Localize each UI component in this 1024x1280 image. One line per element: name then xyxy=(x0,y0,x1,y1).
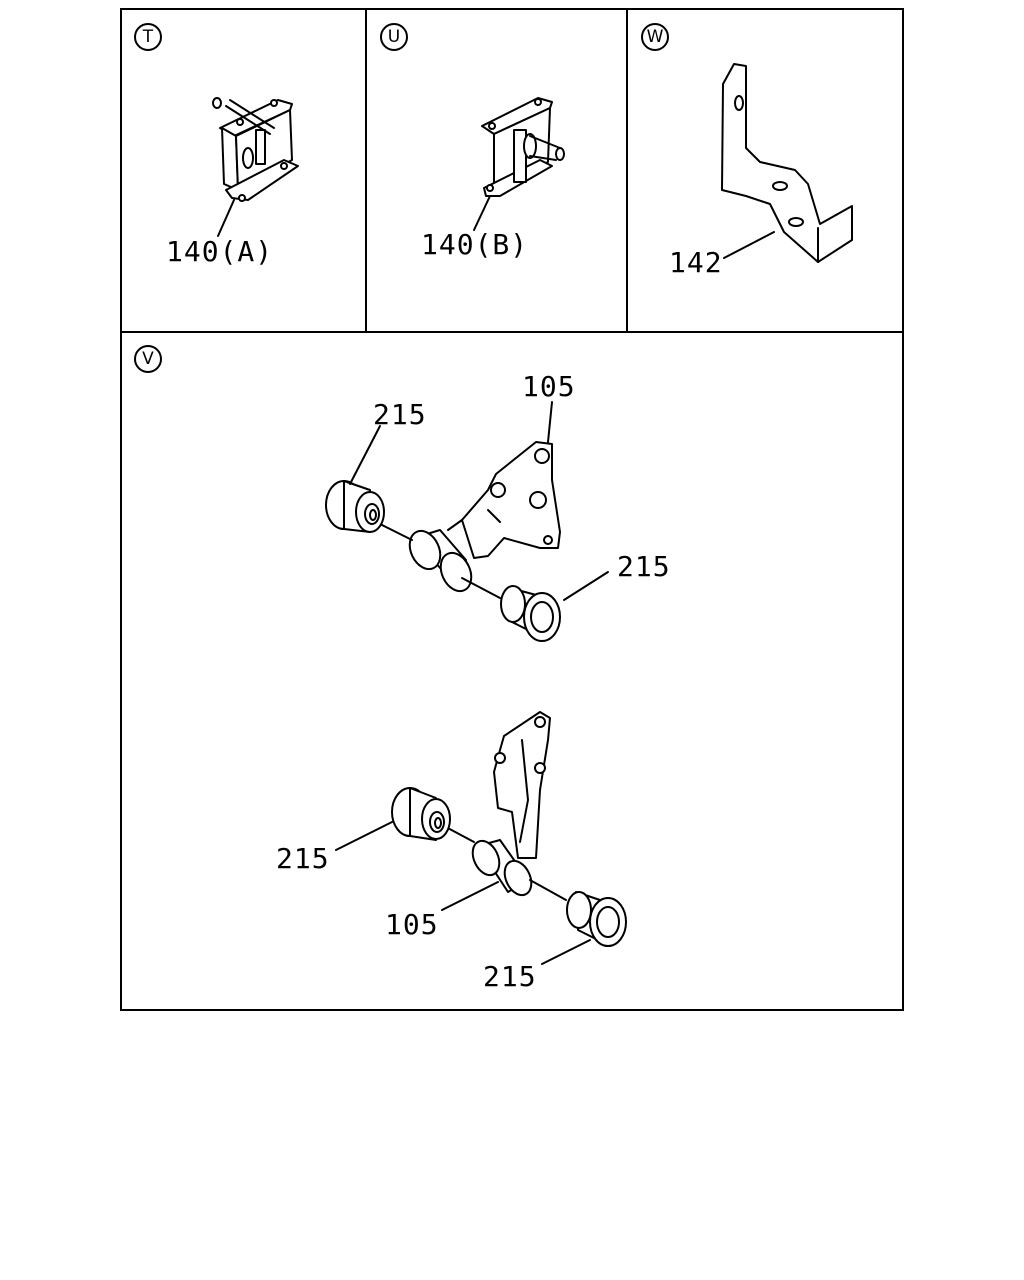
leader-140b xyxy=(473,195,491,231)
part-label-lower-105: 105 xyxy=(385,908,439,941)
leader-upper-215-right xyxy=(563,571,609,601)
part-label-140a: 140(A) xyxy=(166,235,273,268)
mount-bracket-140a-drawing xyxy=(212,97,299,202)
svg-text:W: W xyxy=(647,27,664,47)
leader-lower-215-left xyxy=(335,821,393,851)
panel-t: T 140(A) xyxy=(134,23,299,268)
leader-lower-105 xyxy=(441,881,499,911)
callout-v: V xyxy=(134,345,162,373)
svg-text:T: T xyxy=(142,27,154,47)
part-label-142: 142 xyxy=(669,246,723,279)
callout-u: U xyxy=(380,23,408,51)
part-label-upper-105: 105 xyxy=(522,370,576,403)
part-label-140b: 140(B) xyxy=(421,228,528,261)
part-label-upper-215-right: 215 xyxy=(617,550,671,583)
panel-v: V xyxy=(134,345,671,993)
bracket-142-drawing xyxy=(721,63,853,263)
callout-t: T xyxy=(134,23,162,51)
leader-142 xyxy=(723,231,775,259)
svg-text:U: U xyxy=(388,27,400,47)
upper-arm-assembly-drawing xyxy=(325,441,561,642)
leader-lower-215-right xyxy=(541,939,591,965)
part-label-lower-215-right: 215 xyxy=(483,960,537,993)
callout-w: W xyxy=(641,23,669,51)
leader-upper-105 xyxy=(547,401,553,443)
panel-frames xyxy=(120,8,904,1011)
leader-140a xyxy=(217,199,235,237)
leader-upper-215-left xyxy=(349,425,381,485)
part-label-upper-215-left: 215 xyxy=(373,398,427,431)
svg-text:V: V xyxy=(142,349,154,369)
part-label-lower-215-left: 215 xyxy=(276,842,330,875)
panel-u: U 140(B) xyxy=(380,23,565,261)
mount-bracket-140b-drawing xyxy=(481,97,565,197)
panel-w: W 142 xyxy=(641,23,853,279)
lower-arm-assembly-drawing xyxy=(391,711,627,947)
